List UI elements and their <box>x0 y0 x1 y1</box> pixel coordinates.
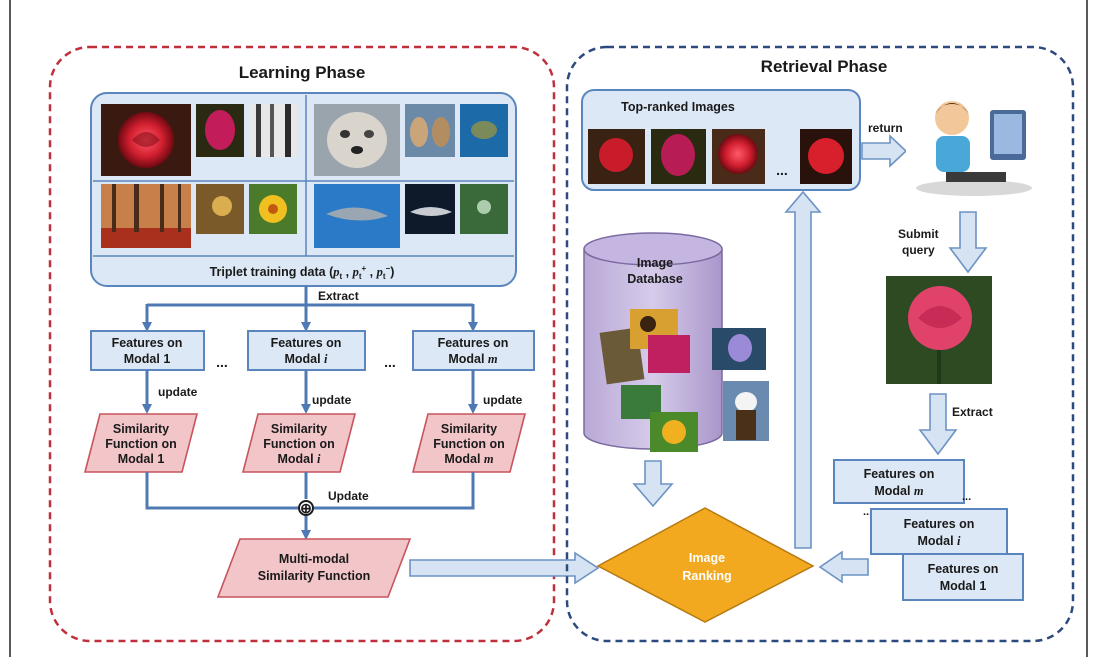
svg-text:Features on: Features on <box>904 517 975 531</box>
thumb-shark-dark <box>405 184 455 234</box>
query-extract-arrow <box>918 393 958 456</box>
top-ranked-image-4 <box>800 129 852 184</box>
retrieval-phase-panel <box>565 45 1075 643</box>
similarity-function-modal-m: Similarity Function on Modal m <box>411 413 527 473</box>
top-ranked-ellipsis: ... <box>776 162 788 178</box>
svg-text:Function on: Function on <box>105 437 177 451</box>
svg-text:Similarity: Similarity <box>271 422 327 436</box>
image-ranking-label-line2: Ranking <box>682 569 731 583</box>
query-extract-label: Extract <box>952 405 993 419</box>
svg-text:Features on: Features on <box>438 336 509 350</box>
image-ranking-label-line1: Image <box>689 551 725 565</box>
extract-label: Extract <box>318 289 359 303</box>
update-label-i: update <box>312 393 352 407</box>
image-database-label-line2: Database <box>627 272 683 286</box>
feature-box-modal-1: Features on Modal 1 <box>90 330 205 371</box>
combine-sum-node <box>298 500 314 516</box>
update-label-1: update <box>158 385 198 399</box>
feature-box-modal-i: Features on Modal i <box>247 330 366 371</box>
svg-text:Function on: Function on <box>433 437 505 451</box>
triplet-caption: Triplet training data (pt , pt+ , pt−) <box>210 264 395 281</box>
query-feature-box-modal-i: Features on Modal i <box>870 508 1008 555</box>
svg-text:Features on: Features on <box>112 336 183 350</box>
thumb-turtle <box>460 104 508 157</box>
image-ranking-diamond <box>596 507 815 623</box>
svg-text:Modal m: Modal m <box>448 352 498 366</box>
svg-text:Features on: Features on <box>928 562 999 576</box>
ranking-to-top-ranked-arrow <box>784 190 822 549</box>
combine-left-line <box>145 472 298 510</box>
learning-phase-title: Learning Phase <box>239 63 366 82</box>
features-to-ranking-arrow <box>818 550 869 584</box>
top-ranked-image-1 <box>588 129 645 184</box>
combine-sum-symbol: ⊕ <box>300 500 312 516</box>
feature-box-modal-m: Features on Modal m <box>412 330 535 371</box>
thumb-pink-flower <box>196 104 244 157</box>
thumb-autumn-forest <box>101 184 191 248</box>
query-feature-box-modal-m: Features on Modal m <box>833 459 965 504</box>
top-ranked-title: Top-ranked Images <box>621 100 735 114</box>
image-database-label-line1: Image <box>637 256 673 270</box>
thumb-shark-underwater <box>314 184 400 248</box>
multimodal-similarity-function: Multi-modal Similarity Function <box>216 538 412 598</box>
combine-update-label: Update <box>328 489 369 503</box>
svg-text:Function on: Function on <box>263 437 335 451</box>
update-label-m: update <box>483 393 523 407</box>
retrieval-phase-title: Retrieval Phase <box>761 57 888 76</box>
svg-text:Modal m: Modal m <box>444 452 494 466</box>
database-to-ranking-arrow <box>632 460 674 508</box>
thumb-misty-forest <box>196 184 244 234</box>
thumb-water-drop <box>460 184 508 234</box>
learning-phase-panel <box>48 45 556 643</box>
submit-query-label-line2: query <box>902 243 935 257</box>
database-image-collage <box>599 309 769 452</box>
query-rose-image <box>886 276 992 384</box>
svg-text:Similarity: Similarity <box>441 422 497 436</box>
top-ranked-image-2 <box>651 129 706 184</box>
svg-text:Similarity Function: Similarity Function <box>258 569 371 583</box>
submit-query-arrow <box>948 211 988 274</box>
svg-text:Modal i: Modal i <box>917 534 961 548</box>
return-label: return <box>868 121 903 135</box>
similarity-function-modal-1: Similarity Function on Modal 1 <box>83 413 199 473</box>
svg-text:Modal m: Modal m <box>874 484 924 498</box>
thumb-two-dogs <box>405 104 455 157</box>
combine-right-line <box>314 472 475 510</box>
top-ranked-image-3 <box>712 129 765 184</box>
user-at-computer-illustration <box>906 90 1038 198</box>
query-features-ellipsis-right: ... <box>962 491 971 503</box>
svg-text:Features on: Features on <box>864 467 935 481</box>
ellipsis-features-right: ... <box>384 354 396 370</box>
svg-text:Similarity: Similarity <box>113 422 169 436</box>
return-arrow <box>861 134 908 168</box>
thumb-yellow-flower <box>249 184 297 234</box>
submit-query-label-line1: Submit <box>898 227 939 241</box>
query-features-ellipsis-left: ... <box>863 506 872 518</box>
svg-text:Modal 1: Modal 1 <box>940 579 987 593</box>
thumb-dog <box>314 104 400 176</box>
thumb-red-rose <box>101 104 191 176</box>
query-feature-box-modal-1: Features on Modal 1 <box>902 553 1024 601</box>
svg-text:Multi-modal: Multi-modal <box>279 552 349 566</box>
svg-text:Modal i: Modal i <box>277 452 321 466</box>
svg-text:Modal 1: Modal 1 <box>124 352 171 366</box>
svg-text:Features on: Features on <box>271 336 342 350</box>
thumb-birch-trees <box>249 104 297 157</box>
similarity-function-modal-i: Similarity Function on Modal i <box>241 413 357 473</box>
svg-text:Modal 1: Modal 1 <box>118 452 165 466</box>
svg-text:Modal i: Modal i <box>284 352 328 366</box>
ellipsis-features-left: ... <box>216 354 228 370</box>
multimodal-to-ranking-arrow <box>409 551 600 585</box>
